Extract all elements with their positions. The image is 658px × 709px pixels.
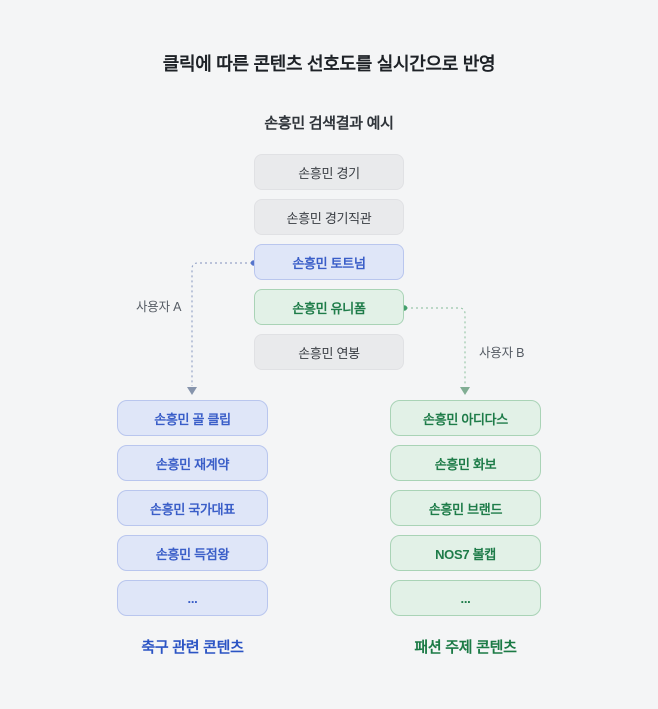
soccer-content-column: 손흥민 골 클립 손흥민 재계약 손흥민 국가대표 손흥민 득점왕 ... <box>117 400 268 616</box>
soccer-chip-goal-clip: 손흥민 골 클립 <box>117 400 268 436</box>
connector-b-arrow-icon <box>460 387 470 395</box>
fashion-content-column: 손흥민 아디다스 손흥민 화보 손흥민 브랜드 NOS7 볼캡 ... <box>390 400 541 616</box>
search-chip-son-match-watch: 손흥민 경기직관 <box>254 199 404 235</box>
soccer-chip-top-scorer: 손흥민 득점왕 <box>117 535 268 571</box>
fashion-chip-ellipsis: ... <box>390 580 541 616</box>
soccer-chip-contract: 손흥민 재계약 <box>117 445 268 481</box>
search-chip-son-match: 손흥민 경기 <box>254 154 404 190</box>
user-a-label: 사용자 A <box>136 300 182 314</box>
fashion-chip-nos7-cap: NOS7 볼캡 <box>390 535 541 571</box>
fashion-chip-pictorial: 손흥민 화보 <box>390 445 541 481</box>
connector-a-arrow-icon <box>187 387 197 395</box>
fashion-chip-brand: 손흥민 브랜드 <box>390 490 541 526</box>
search-chip-son-uniform: 손흥민 유니폼 <box>254 289 404 325</box>
connector-a-line <box>191 262 252 386</box>
search-suggestions-column: 손흥민 경기 손흥민 경기직관 손흥민 토트넘 손흥민 유니폼 손흥민 연봉 <box>254 154 404 370</box>
search-example-subtitle: 손흥민 검색결과 예시 <box>264 115 394 132</box>
fashion-column-caption: 패션 주제 콘텐츠 <box>414 639 517 656</box>
page-title: 클릭에 따른 콘텐츠 선호도를 실시간으로 반영 <box>162 54 496 74</box>
soccer-chip-national-team: 손흥민 국가대표 <box>117 490 268 526</box>
user-b-label: 사용자 B <box>479 346 525 360</box>
soccer-column-caption: 축구 관련 콘텐츠 <box>141 639 244 656</box>
search-chip-son-tottenham: 손흥민 토트넘 <box>254 244 404 280</box>
soccer-chip-ellipsis: ... <box>117 580 268 616</box>
fashion-chip-adidas: 손흥민 아디다스 <box>390 400 541 436</box>
search-chip-son-salary: 손흥민 연봉 <box>254 334 404 370</box>
connector-b-line <box>406 307 466 386</box>
